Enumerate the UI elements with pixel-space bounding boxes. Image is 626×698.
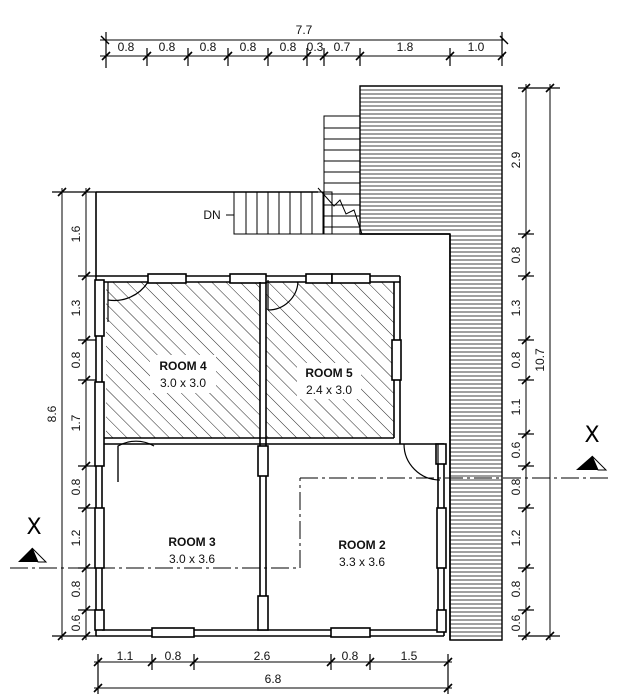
dim-right-total: 10.7	[533, 348, 547, 372]
dim-right-2: 0.8	[509, 246, 523, 263]
room-2-label: ROOM 2 3.3 x 3.6	[338, 538, 386, 569]
dim-top-total: 7.7	[296, 23, 313, 37]
room-3-label: ROOM 3 3.0 x 3.6	[168, 535, 216, 566]
bottom-dimensions	[93, 654, 453, 694]
dim-left-2: 1.3	[69, 299, 83, 316]
dim-top-1: 0.8	[118, 40, 135, 54]
dim-left-4: 1.7	[69, 414, 83, 431]
dim-bottom-4: 0.8	[342, 649, 359, 663]
right-dimensions	[518, 83, 560, 641]
dim-left-total: 8.6	[45, 405, 59, 422]
dim-left-8: 0.6	[69, 614, 83, 631]
right-dimension-labels: 2.9 0.8 1.3 0.8 1.1 0.6 0.8 1.2 0.8 0.6 …	[509, 151, 547, 631]
top-dimension-labels: 7.7 0.8 0.8 0.8 0.8 0.8 0.3 0.7 1.8 1.0	[118, 23, 485, 54]
dim-bottom-5: 1.5	[401, 649, 418, 663]
left-dimensions	[52, 187, 96, 641]
room-4-label: ROOM 4 3.0 x 3.0	[150, 355, 216, 393]
stair-flight-upper	[323, 115, 361, 235]
dim-top-6: 0.3	[307, 40, 324, 54]
section-marker-left: X	[18, 515, 48, 563]
dim-left-5: 0.8	[69, 478, 83, 495]
room-3-name: ROOM 3	[168, 535, 216, 549]
section-label-left: X	[26, 515, 41, 540]
door-swings	[107, 280, 441, 482]
dim-top-9: 1.0	[468, 40, 485, 54]
bottom-dimension-labels: 1.1 0.8 2.6 0.8 1.5 6.8	[117, 649, 418, 686]
dim-right-8: 1.2	[509, 529, 523, 546]
room-5-name: ROOM 5	[305, 366, 353, 380]
dim-bottom-total: 6.8	[265, 672, 282, 686]
dim-left-3: 0.8	[69, 351, 83, 368]
dim-top-5: 0.8	[280, 40, 297, 54]
walls	[94, 191, 451, 640]
room-2-name: ROOM 2	[338, 538, 386, 552]
top-dimensions	[100, 32, 509, 68]
dim-right-5: 1.1	[509, 398, 523, 415]
dim-right-1: 2.9	[509, 151, 523, 168]
dim-top-2: 0.8	[159, 40, 176, 54]
room-5-label: ROOM 5 2.4 x 3.0	[297, 363, 361, 399]
dim-top-8: 1.8	[397, 40, 414, 54]
dim-right-3: 1.3	[509, 299, 523, 316]
dim-bottom-3: 2.6	[254, 649, 271, 663]
dim-right-7: 0.8	[509, 478, 523, 495]
room-5-hatch	[266, 282, 394, 438]
stair-down-label: DN	[203, 208, 220, 222]
dim-right-9: 0.8	[509, 580, 523, 597]
dim-top-7: 0.7	[334, 40, 351, 54]
dim-left-6: 1.2	[69, 529, 83, 546]
section-line	[10, 477, 612, 569]
room-3-size: 3.0 x 3.6	[169, 552, 215, 566]
room-4-name: ROOM 4	[159, 359, 207, 373]
dim-right-10: 0.6	[509, 614, 523, 631]
dim-bottom-1: 1.1	[117, 649, 134, 663]
dim-bottom-2: 0.8	[165, 649, 182, 663]
dim-top-3: 0.8	[200, 40, 217, 54]
section-marker-right: X	[576, 423, 608, 471]
room-4-size: 3.0 x 3.0	[160, 376, 206, 390]
left-dimension-labels: 8.6 1.6 1.3 0.8 1.7 0.8 1.2 0.8 0.6	[45, 225, 83, 631]
dim-top-4: 0.8	[240, 40, 257, 54]
room-2-size: 3.3 x 3.6	[339, 555, 385, 569]
stair-flight-lower	[226, 187, 363, 235]
dim-right-4: 0.8	[509, 351, 523, 368]
dim-right-6: 0.6	[509, 441, 523, 458]
section-label-right: X	[584, 423, 599, 448]
dim-left-7: 0.8	[69, 580, 83, 597]
dim-left-1: 1.6	[69, 225, 83, 242]
room-5-size: 2.4 x 3.0	[306, 383, 352, 397]
